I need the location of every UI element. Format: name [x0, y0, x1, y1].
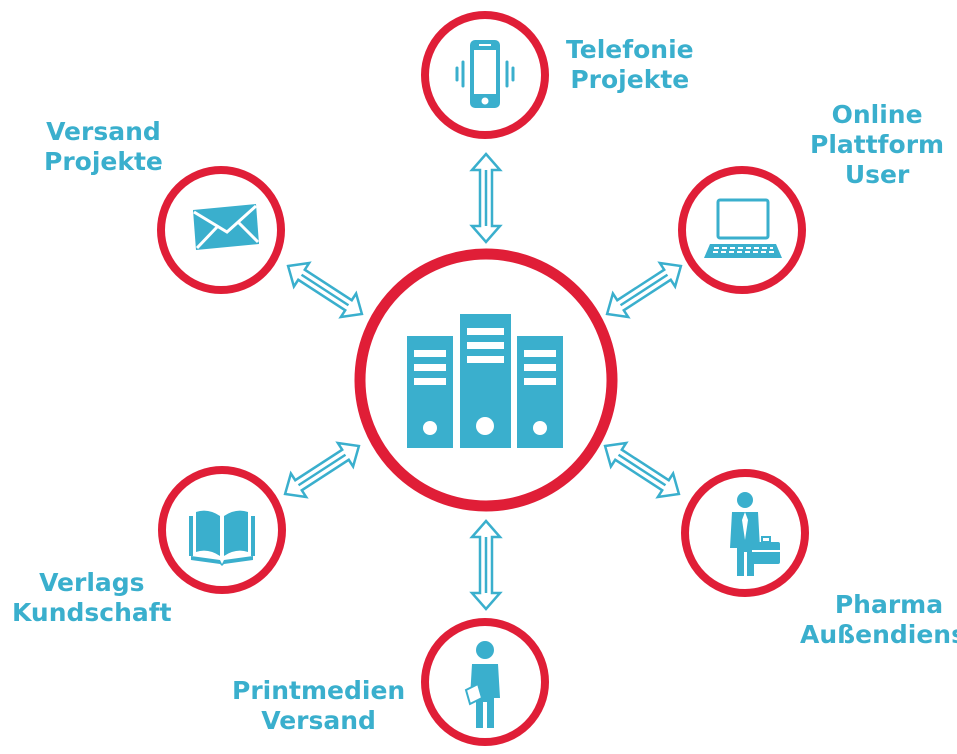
arrow-center-online — [605, 261, 683, 319]
open-book-icon — [189, 510, 255, 566]
ring-verlags — [158, 466, 286, 594]
arrow-center-verlags — [283, 441, 361, 499]
label-online: Online Plattform User — [810, 100, 945, 189]
businessman-icon — [730, 492, 780, 576]
label-pharma: Pharma Außendienst — [800, 590, 957, 649]
laptop-icon — [704, 198, 782, 258]
label-telefonie: Telefonie Projekte — [566, 35, 694, 94]
arrow-center-versand — [286, 261, 364, 319]
person-with-document-icon — [464, 641, 500, 728]
arrow-center-telefonie — [469, 152, 503, 244]
label-printmedien: Printmedien Versand — [232, 676, 406, 735]
arrow-center-pharma — [603, 441, 681, 499]
label-versand: Versand Projekte — [44, 117, 163, 176]
arrow-center-printmedien — [469, 519, 503, 611]
smartphone-icon — [455, 40, 515, 108]
server-icon — [407, 314, 563, 448]
label-verlags: Verlags Kundschaft — [12, 568, 172, 627]
envelope-icon — [193, 204, 260, 250]
ring-online — [678, 166, 806, 294]
